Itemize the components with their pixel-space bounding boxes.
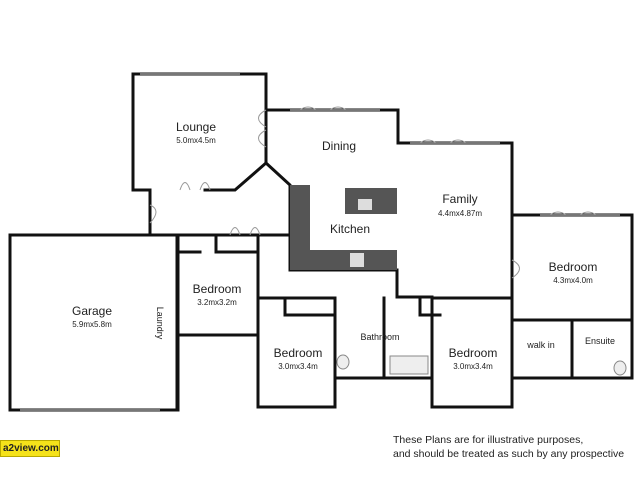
bedroom-3-dims: 3.0mx3.4m (453, 362, 493, 371)
dining-label: Dining (321, 139, 357, 153)
windows (20, 73, 620, 411)
bedroom-2-dims: 3.0mx3.4m (278, 362, 318, 371)
disclaimer-line-1: These Plans are for illustrative purpose… (393, 434, 584, 446)
lounge-label: Lounge (175, 120, 217, 134)
bedroom-3-label: Bedroom (448, 346, 498, 360)
bedroom-1-label: Bedroom (192, 282, 242, 296)
lounge-dims: 5.0mx4.5m (176, 136, 216, 145)
bathroom-fixtures (336, 354, 627, 376)
kitchen-label: Kitchen (329, 222, 371, 236)
family-dims: 4.4mx4.87m (437, 209, 483, 218)
bedroom-1-dims: 3.2mx3.2m (197, 298, 237, 307)
laundry-label: Laundry (155, 306, 165, 340)
kitchen-counter (290, 185, 397, 270)
logo: a2view.com (0, 440, 60, 457)
disclaimer-line-2: and should be treated as such by any pro… (393, 448, 625, 460)
family-label: Family (442, 192, 478, 206)
bedroom-4-label: Bedroom (548, 260, 598, 274)
bathtub-icon (389, 355, 429, 375)
disclaimer: These Plans are for illustrative purpose… (393, 433, 624, 461)
toilet-icon (336, 354, 350, 370)
bedroom-2-label: Bedroom (273, 346, 323, 360)
bedroom-4-dims: 4.3mx4.0m (553, 276, 593, 285)
garage-dims: 5.9mx5.8m (72, 320, 112, 329)
sink-icon (358, 199, 372, 210)
ensuite-label: Ensuite (584, 336, 616, 346)
doors (149, 106, 597, 279)
bathroom-label: Bathroom (360, 332, 400, 342)
ensuite-toilet-icon (613, 360, 627, 376)
walkin-label: walk in (527, 340, 555, 350)
garage-label: Garage (71, 304, 113, 318)
cooktop-icon (350, 253, 364, 267)
